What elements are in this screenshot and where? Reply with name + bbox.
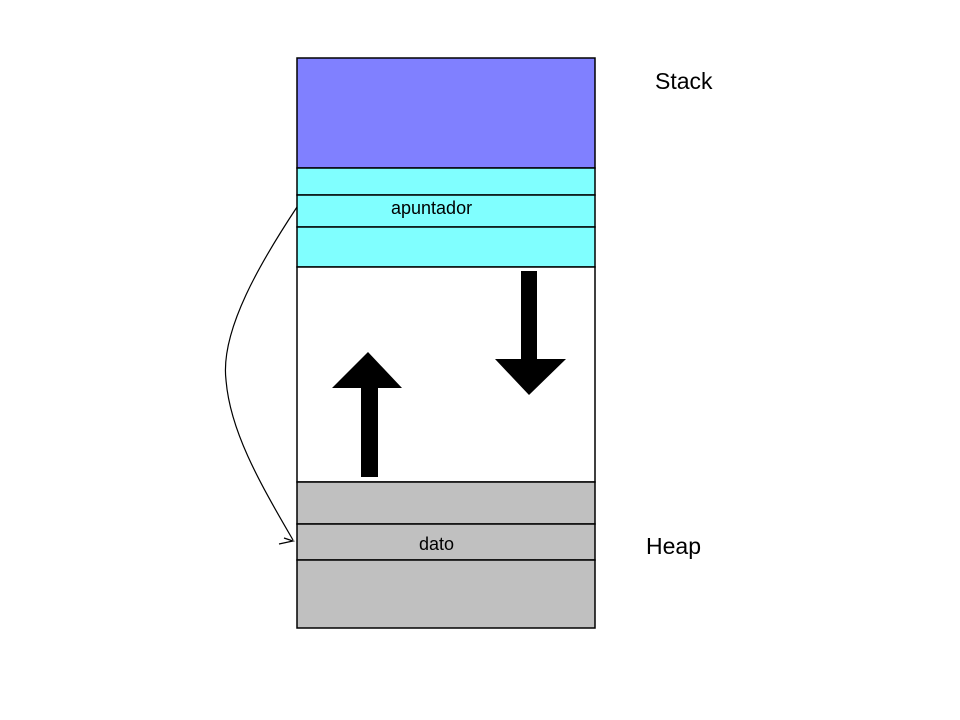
pointer-link-curve	[224, 206, 298, 541]
heap-growth-arrow	[332, 352, 402, 477]
stack-label: Stack	[655, 68, 713, 94]
pointer-arrowhead	[278, 537, 296, 545]
stack-frame-1	[296, 167, 596, 196]
stack-frame-pointer	[296, 194, 596, 228]
heap-block-data	[296, 523, 596, 561]
heap-label: Heap	[646, 533, 701, 559]
free-memory-region	[296, 266, 596, 483]
heap-block-1	[296, 481, 596, 525]
heap-block-3	[296, 559, 596, 629]
stack-top-region	[296, 57, 596, 169]
pointer-cell-label: apuntador	[391, 198, 473, 218]
stack-growth-arrow	[495, 271, 566, 395]
data-cell-label: dato	[419, 534, 455, 554]
stack-frame-3	[296, 226, 596, 268]
